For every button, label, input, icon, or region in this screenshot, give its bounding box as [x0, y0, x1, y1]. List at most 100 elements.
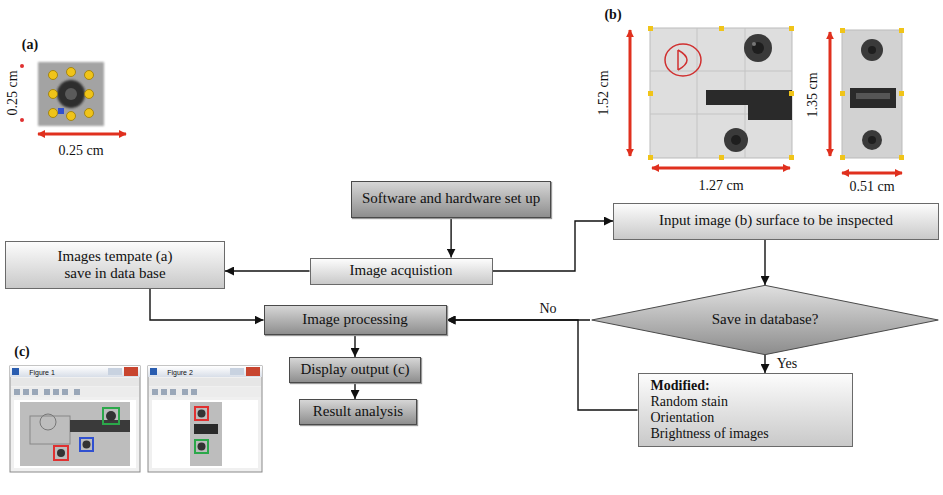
output-window — [124, 367, 138, 376]
output-window — [106, 411, 116, 421]
template-photo — [58, 108, 64, 114]
process-box: Software and hardware set up — [351, 181, 551, 218]
node-text: Image processing — [302, 311, 407, 328]
node-text: Software and hardware set up — [362, 190, 540, 207]
node-text: Brightness of images — [651, 426, 769, 442]
output-window — [149, 378, 261, 386]
output-window — [40, 414, 56, 430]
inspected-photo — [724, 128, 748, 152]
flow-arrow — [354, 335, 355, 357]
output-window — [74, 389, 80, 395]
inspected-photo — [861, 39, 883, 61]
inspected-photo — [899, 155, 904, 160]
template-photo — [57, 80, 85, 108]
inspected-photo — [719, 26, 724, 31]
inspected-photo — [719, 155, 724, 160]
process-box: Images tempate (a) save in data base — [5, 241, 225, 289]
inspected-photo — [868, 136, 876, 144]
output-window — [12, 368, 19, 375]
inspected-photo — [856, 93, 890, 99]
inspected-photo — [665, 44, 701, 76]
marker-dot — [20, 64, 24, 122]
output-window — [70, 420, 130, 432]
process-box: Display output (c) — [289, 357, 421, 383]
output-window — [57, 449, 65, 457]
flow-arrow — [450, 218, 451, 258]
node-text: Input image (b) surface to be inspected — [659, 212, 893, 229]
output-window — [246, 367, 260, 376]
node-text: Image acquistion — [350, 262, 453, 279]
output-window — [190, 402, 222, 466]
output-window — [230, 368, 244, 375]
output-window — [148, 366, 262, 377]
output-window — [152, 400, 258, 468]
output-window — [62, 389, 68, 395]
output-window — [10, 366, 140, 377]
flow-arrow — [764, 240, 765, 286]
template-photo — [67, 112, 76, 121]
output-window — [10, 366, 140, 472]
output-window — [152, 389, 197, 395]
output-window — [10, 366, 140, 472]
dimension-arrow — [38, 133, 126, 136]
dimension-label: 0.51 cm — [849, 180, 894, 194]
output-window — [198, 410, 206, 418]
note-box: Modified:Random stainOrientationBrightne… — [638, 373, 853, 447]
node-text: Orientation — [651, 410, 715, 426]
dimension-label: 1.27 cm — [698, 179, 743, 193]
inspected-photo — [697, 28, 698, 158]
inspected-photo — [789, 26, 794, 31]
output-window — [152, 389, 158, 395]
edge-label: Yes — [775, 357, 799, 371]
output-window — [14, 400, 136, 468]
dimension-label: 1.35 cm — [806, 72, 820, 117]
output-window — [195, 440, 208, 453]
template-photo — [67, 68, 76, 77]
inspected-photo — [706, 90, 792, 120]
inspected-photo — [648, 91, 653, 96]
flow-arrow — [764, 355, 765, 373]
output-window — [182, 389, 188, 395]
inspected-photo — [840, 155, 845, 160]
template-photo — [49, 71, 58, 80]
output-window — [161, 389, 167, 395]
flow-arrow — [150, 289, 264, 320]
inspected-photo — [840, 28, 845, 33]
inspected-photo — [899, 91, 904, 96]
template-photo — [38, 62, 104, 126]
inspected-photo — [678, 50, 687, 70]
output-window — [44, 389, 50, 395]
flow-arrow — [354, 383, 355, 399]
output-window — [191, 389, 197, 395]
output-window — [149, 387, 261, 397]
output-window — [198, 443, 206, 451]
inspected-photo — [648, 26, 794, 160]
edge-label: No — [537, 302, 558, 316]
template-photo — [49, 68, 94, 121]
output-window — [148, 366, 262, 472]
node-text: Display output (c) — [300, 361, 409, 378]
inspected-photo — [650, 28, 792, 158]
output-window — [11, 387, 139, 397]
dimension-label: 0.25 cm — [58, 144, 103, 158]
figure-label: (a) — [22, 38, 38, 52]
template-photo — [38, 62, 104, 126]
node-text: Random stain — [651, 394, 728, 410]
output-window — [150, 368, 157, 375]
output-window — [80, 438, 93, 451]
inspected-photo — [899, 28, 904, 33]
template-photo — [85, 71, 94, 80]
window-title: Figure 2 — [167, 368, 193, 375]
output-window — [83, 441, 91, 449]
output-window — [14, 389, 20, 395]
output-window — [32, 389, 38, 395]
node-text: Result analysis — [313, 403, 403, 420]
inspected-photo — [752, 42, 764, 54]
note-heading: Modified: — [651, 378, 710, 394]
inspected-photo — [868, 46, 876, 54]
flow-arrow — [225, 270, 310, 271]
inspected-photo — [789, 91, 794, 96]
process-box: Image acquistion — [310, 258, 493, 285]
output-window — [14, 389, 80, 395]
inspected-photo — [744, 34, 772, 62]
